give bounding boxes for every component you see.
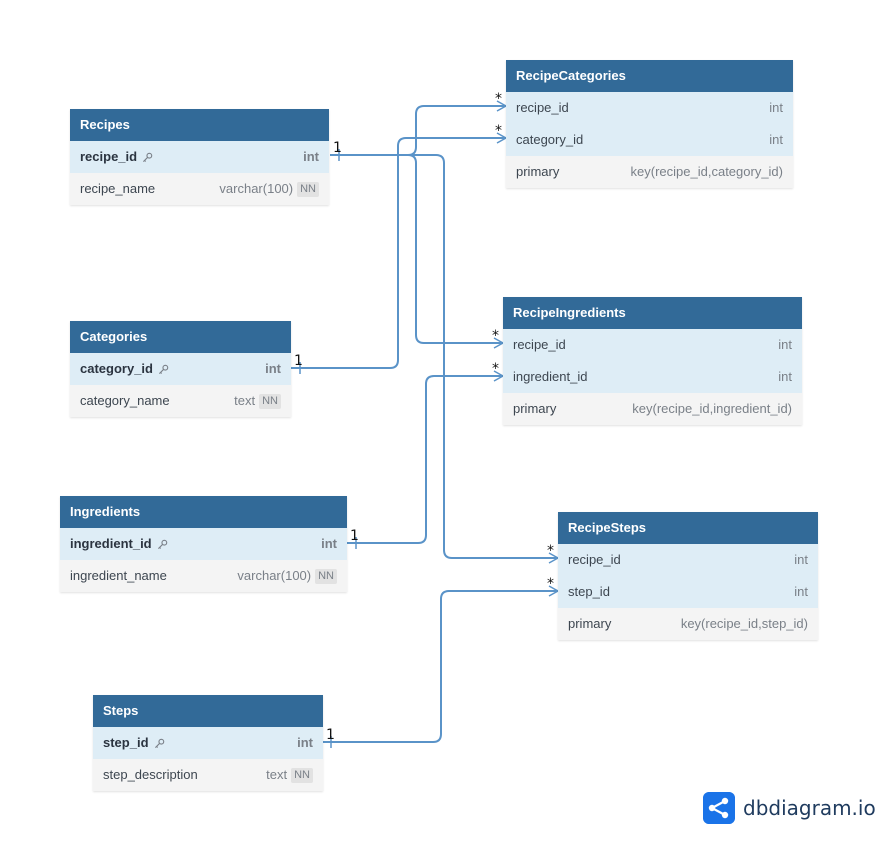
field-row[interactable]: category_id int (70, 353, 291, 385)
field-row[interactable]: recipe_id int (70, 141, 329, 173)
field-name: step_description (103, 767, 198, 782)
table-recipeingredients[interactable]: RecipeIngredients recipe_id int ingredie… (503, 297, 802, 425)
field-row[interactable]: recipe_id int (506, 92, 793, 124)
cardinality-one-steps: 1 (326, 727, 335, 743)
table-title: RecipeIngredients (503, 297, 802, 329)
field-type: int (297, 735, 313, 750)
field-type: int (321, 536, 337, 551)
field-type: int (769, 132, 783, 147)
field-row[interactable]: ingredient_id int (60, 528, 347, 560)
index-definition: key(recipe_id,category_id) (630, 164, 783, 179)
crowfoot-rc-recipe (496, 100, 507, 112)
link-recipes-recipeingredients (330, 154, 503, 344)
table-title: Steps (93, 695, 323, 727)
table-recipecategories[interactable]: RecipeCategories recipe_id int category_… (506, 60, 793, 188)
field-name: recipe_id (513, 337, 566, 352)
index-row[interactable]: primary key(recipe_id,category_id) (506, 156, 793, 188)
field-row[interactable]: category_id int (506, 124, 793, 156)
table-title: Recipes (70, 109, 329, 141)
key-icon (143, 152, 153, 162)
field-name: ingredient_id (513, 369, 588, 384)
cardinality-one-recipes: 1 (333, 140, 342, 156)
field-type: int (265, 361, 281, 376)
field-name: step_id (103, 735, 149, 750)
not-null-badge: NN (315, 568, 337, 584)
field-row[interactable]: ingredient_id int (503, 361, 802, 393)
field-row[interactable]: recipe_id int (503, 329, 802, 361)
field-name: category_id (516, 132, 584, 147)
index-row[interactable]: primary key(recipe_id,ingredient_id) (503, 393, 802, 425)
not-null-badge: NN (291, 767, 313, 783)
field-type: int (778, 337, 792, 352)
cardinality-many-rs-recipe: * (547, 543, 554, 559)
table-title: Ingredients (60, 496, 347, 528)
index-row[interactable]: primary key(recipe_id,step_id) (558, 608, 818, 640)
field-type: int (794, 584, 808, 599)
index-name: primary (568, 616, 612, 631)
field-name: ingredient_name (70, 568, 167, 583)
table-categories[interactable]: Categories category_id int category_name… (70, 321, 291, 417)
field-name: category_name (80, 393, 170, 408)
cardinality-one-ingredients: 1 (350, 528, 359, 544)
cardinality-many-ri-ingredient: * (492, 361, 499, 377)
field-row[interactable]: ingredient_name varchar(100)NN (60, 560, 347, 592)
field-row[interactable]: recipe_id int (558, 544, 818, 576)
field-name: recipe_id (568, 552, 621, 567)
field-name: recipe_id (516, 100, 569, 115)
field-type: varchar(100) (219, 181, 294, 196)
cardinality-one-categories: 1 (294, 353, 303, 369)
field-type: varchar(100) (237, 568, 312, 583)
field-type: text (266, 767, 288, 782)
table-title: Categories (70, 321, 291, 353)
index-name: primary (516, 164, 560, 179)
cardinality-many-rc-category: * (495, 123, 502, 139)
index-name: primary (513, 401, 557, 416)
field-name: recipe_name (80, 181, 156, 196)
cardinality-many-rs-step: * (547, 576, 554, 592)
dbdiagram-brand[interactable]: dbdiagram.io (703, 792, 876, 824)
key-icon (154, 738, 164, 748)
key-icon (157, 539, 167, 549)
brand-name: dbdiagram.io (743, 796, 876, 820)
table-recipes[interactable]: Recipes recipe_id int recipe_name varcha… (70, 109, 329, 205)
field-name: category_id (80, 361, 153, 376)
index-definition: key(recipe_id,ingredient_id) (632, 401, 792, 416)
crowfoot-rs-step (548, 585, 559, 597)
field-type: int (778, 369, 792, 384)
link-categories-recipecategories (291, 137, 506, 369)
cardinality-many-ri-recipe: * (492, 328, 499, 344)
table-title: RecipeCategories (506, 60, 793, 92)
link-ingredients-recipeingredients (347, 375, 503, 544)
field-row[interactable]: step_id int (93, 727, 323, 759)
crowfoot-ri-ingredient (493, 370, 504, 382)
table-title: RecipeSteps (558, 512, 818, 544)
not-null-badge: NN (297, 181, 319, 197)
field-row[interactable]: recipe_name varchar(100)NN (70, 173, 329, 205)
field-name: recipe_id (80, 149, 138, 164)
key-icon (158, 364, 169, 374)
crowfoot-rs-recipe (548, 552, 559, 564)
field-name: ingredient_id (70, 536, 152, 551)
field-type: int (303, 149, 319, 164)
table-recipesteps[interactable]: RecipeSteps recipe_id int step_id int pr… (558, 512, 818, 640)
link-recipes-recipecategories (330, 105, 506, 156)
index-definition: key(recipe_id,step_id) (680, 616, 808, 631)
dbdiagram-logo-icon (703, 792, 735, 824)
link-recipes-recipesteps (330, 154, 558, 559)
field-type: int (769, 100, 783, 115)
field-name: step_id (568, 584, 610, 599)
crowfoot-rc-category (496, 132, 507, 144)
not-null-badge: NN (259, 393, 281, 409)
crowfoot-ri-recipe (493, 337, 504, 349)
field-type: int (794, 552, 808, 567)
cardinality-many-rc-recipe: * (495, 91, 502, 107)
link-steps-recipesteps (323, 590, 558, 743)
table-ingredients[interactable]: Ingredients ingredient_id int ingredient… (60, 496, 347, 592)
field-type: text (234, 393, 256, 408)
field-row[interactable]: step_id int (558, 576, 818, 608)
